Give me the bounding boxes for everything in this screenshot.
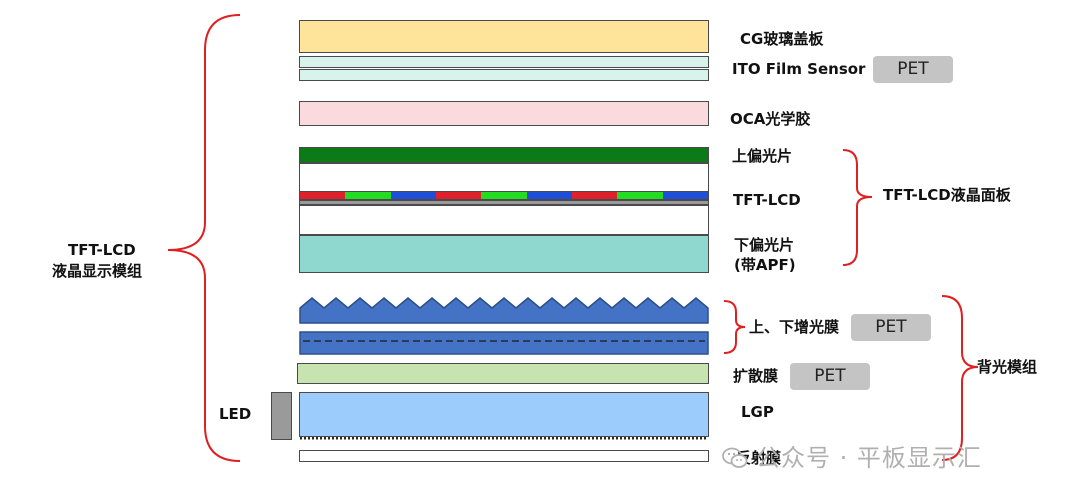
cf-red [435,192,482,199]
label-panel-group: TFT-LCD液晶面板 [883,186,1011,204]
cf-green [617,192,663,199]
module-bracket [167,14,241,462]
cg-cover-glass [299,20,709,53]
tft-upper-glass [299,163,709,192]
badge-ito-pet: PET [873,56,953,83]
cf-green [345,192,391,199]
cf-blue [526,192,572,199]
ito-film-top [299,56,709,68]
badge-diffuser-pet: PET [790,363,870,390]
brightness-bracket [723,300,746,354]
label-reflector: 反射膜 [736,449,782,467]
cf-blue [390,192,436,199]
oca-layer [299,101,709,126]
reflector-film [299,450,709,462]
module-label-line2: 液晶显示模组 [52,262,143,280]
label-backlight-group: 背光模组 [977,358,1038,376]
tft-array [299,200,709,205]
cf-red [300,192,346,199]
label-lower-polarizer-2: (带APF) [734,256,796,274]
cf-green [481,192,527,199]
label-tft-lcd: TFT-LCD [733,191,801,209]
lower-brightness-film [299,331,709,355]
wechat-icon [722,447,748,469]
badge-brightness-pet: PET [851,314,931,341]
label-oca: OCA光学胶 [730,110,811,128]
label-lgp: LGP [741,403,774,421]
tft-lower-glass [299,205,709,235]
label-lower-polarizer-1: 下偏光片 [734,236,795,254]
module-label-line1: TFT-LCD [68,241,136,259]
backlight-bracket [941,295,979,461]
label-diffuser: 扩散膜 [733,367,779,385]
light-guide-plate [299,392,709,437]
led-block [271,392,292,440]
label-led: LED [219,405,252,423]
label-ito: ITO Film Sensor [732,60,866,78]
lower-polarizer [299,235,709,273]
watermark-text: 公众号 · 平板显示汇 [756,444,982,472]
cf-blue [662,192,708,199]
label-upper-polarizer: 上偏光片 [732,147,793,165]
cf-red [571,192,618,199]
panel-bracket [842,149,873,266]
color-filter-row [299,191,709,200]
prism-sheet [299,297,709,324]
label-brightness-film: 上、下增光膜 [749,318,840,336]
upper-polarizer [299,147,709,163]
label-cg: CG玻璃盖板 [740,30,824,48]
watermark: 公众号 · 平板显示汇 [722,438,982,473]
diffuser-film [297,363,709,384]
ito-film-bottom [299,69,709,81]
